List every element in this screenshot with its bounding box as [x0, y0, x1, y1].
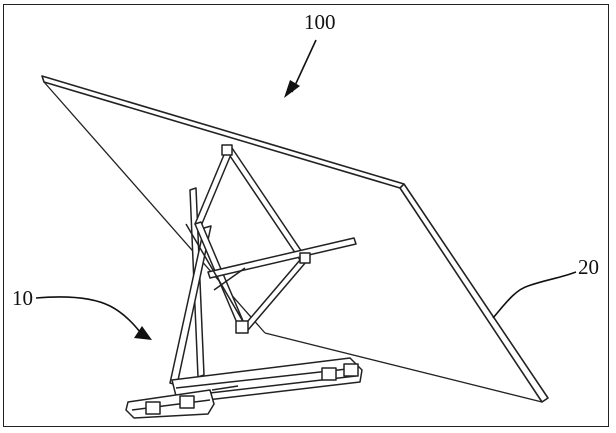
- support-frame: [125, 144, 363, 419]
- label-assembly-100: 100: [304, 10, 336, 34]
- leader-lines: [35, 39, 577, 340]
- figure-border: [3, 4, 609, 427]
- label-support-10: 10: [12, 286, 33, 310]
- solar-panel: [41, 75, 549, 403]
- label-panel-20: 20: [578, 255, 599, 279]
